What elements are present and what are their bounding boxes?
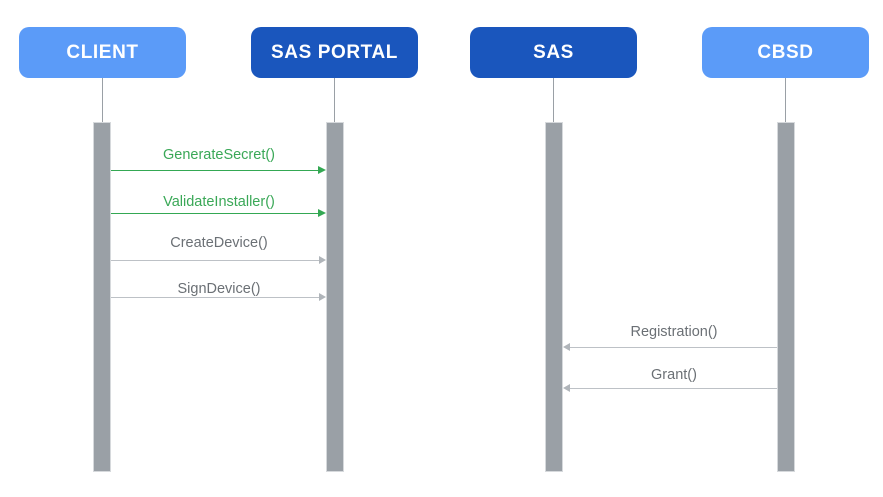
- actor-box-cbsd[interactable]: CBSD: [702, 27, 869, 78]
- message-label-registration: Registration(): [630, 324, 718, 340]
- lifeline-sas: [553, 78, 554, 123]
- arrowhead-generate-secret: [318, 165, 326, 174]
- message-label-validate-installer: ValidateInstaller(): [163, 194, 275, 210]
- activation-bar-cbsd: [777, 122, 795, 472]
- arrowhead-create-device: [319, 256, 326, 264]
- lifeline-sas-portal: [334, 78, 335, 123]
- message-arrow-validate-installer: [111, 213, 319, 214]
- message-arrow-create-device: [111, 260, 320, 261]
- actor-label-sas-portal: SAS PORTAL: [270, 42, 399, 63]
- activation-bar-client: [93, 122, 111, 472]
- message-arrow-registration: [570, 347, 777, 348]
- message-label-sign-device: SignDevice(): [177, 281, 261, 297]
- message-label-grant: Grant(): [651, 367, 697, 383]
- arrowhead-registration: [563, 343, 570, 351]
- actor-box-sas[interactable]: SAS: [470, 27, 637, 78]
- lifeline-client: [102, 78, 103, 123]
- message-label-create-device: CreateDevice(): [170, 235, 268, 251]
- arrowhead-grant: [563, 384, 570, 392]
- actor-box-client[interactable]: CLIENT: [19, 27, 186, 78]
- activation-bar-sas: [545, 122, 563, 472]
- message-arrow-grant: [570, 388, 777, 389]
- actor-label-client: CLIENT: [66, 42, 139, 63]
- message-arrow-sign-device: [111, 297, 320, 298]
- arrowhead-sign-device: [319, 293, 326, 301]
- message-label-generate-secret: GenerateSecret(): [162, 147, 276, 163]
- message-arrow-generate-secret: [111, 170, 319, 171]
- actor-label-cbsd: CBSD: [757, 42, 814, 63]
- activation-bar-sas-portal: [326, 122, 344, 472]
- lifeline-cbsd: [785, 78, 786, 123]
- actor-box-sas-portal[interactable]: SAS PORTAL: [251, 27, 418, 78]
- actor-label-sas: SAS: [533, 42, 574, 63]
- arrowhead-validate-installer: [318, 208, 326, 217]
